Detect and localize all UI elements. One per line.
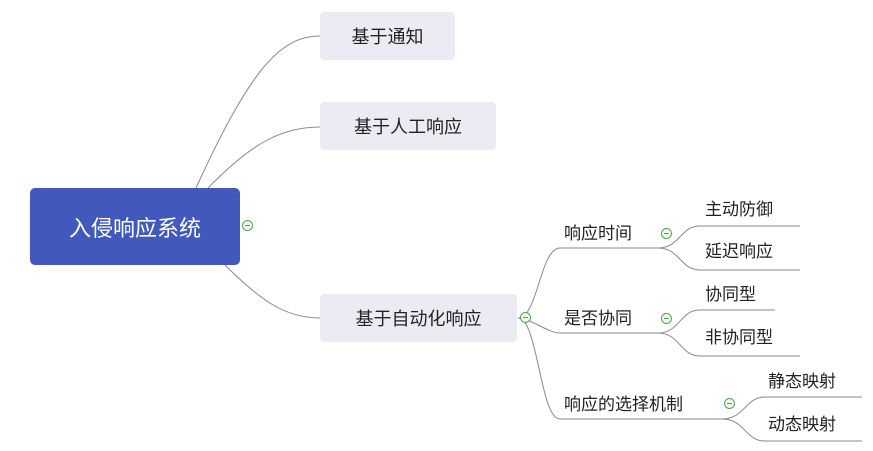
- topic-cooperation-collapse-icon[interactable]: [661, 313, 672, 324]
- topic-selection-mechanism-collapse-icon[interactable]: [724, 398, 735, 409]
- root-node[interactable]: 入侵响应系统: [30, 188, 240, 265]
- connector-coop-yes: [657, 309, 775, 334]
- leaf-non-cooperative[interactable]: 非协同型: [705, 328, 773, 348]
- connector-coop-no: [657, 332, 800, 357]
- branch-notify-label: 基于通知: [351, 27, 424, 48]
- topic-cooperation[interactable]: 是否协同: [564, 309, 632, 329]
- connector-root-manual: [207, 126, 321, 189]
- leaf-dynamic-mapping[interactable]: 动态映射: [768, 415, 836, 435]
- connector-select-dynamic: [721, 418, 862, 442]
- leaf-cooperative[interactable]: 协同型: [705, 285, 756, 305]
- branch-notify-node[interactable]: 基于通知: [320, 12, 455, 60]
- connector-select-static: [721, 396, 862, 420]
- connector-root-notify: [195, 35, 321, 189]
- branch-manual-node[interactable]: 基于人工响应: [320, 102, 496, 150]
- connector-auto-select: [517, 317, 561, 420]
- root-label: 入侵响应系统: [68, 216, 201, 242]
- connector-auto-time: [517, 247, 561, 319]
- leaf-delayed-response[interactable]: 延迟响应: [705, 242, 773, 262]
- branch-auto-label: 基于自动化响应: [355, 309, 482, 330]
- leaf-active-defense[interactable]: 主动防御: [705, 200, 773, 220]
- connector-time-delay: [657, 247, 800, 271]
- branch-manual-label: 基于人工响应: [354, 117, 462, 138]
- leaf-static-mapping[interactable]: 静态映射: [768, 372, 836, 392]
- topic-response-time[interactable]: 响应时间: [564, 224, 632, 244]
- branch-auto-node[interactable]: 基于自动化响应: [320, 294, 517, 342]
- connector-root-auto: [224, 264, 321, 319]
- topic-response-time-collapse-icon[interactable]: [661, 228, 672, 239]
- topic-selection-mechanism[interactable]: 响应的选择机制: [564, 395, 683, 415]
- branch-auto-collapse-icon[interactable]: [520, 312, 531, 323]
- connector-time-active: [657, 225, 800, 249]
- root-collapse-icon[interactable]: [242, 220, 253, 231]
